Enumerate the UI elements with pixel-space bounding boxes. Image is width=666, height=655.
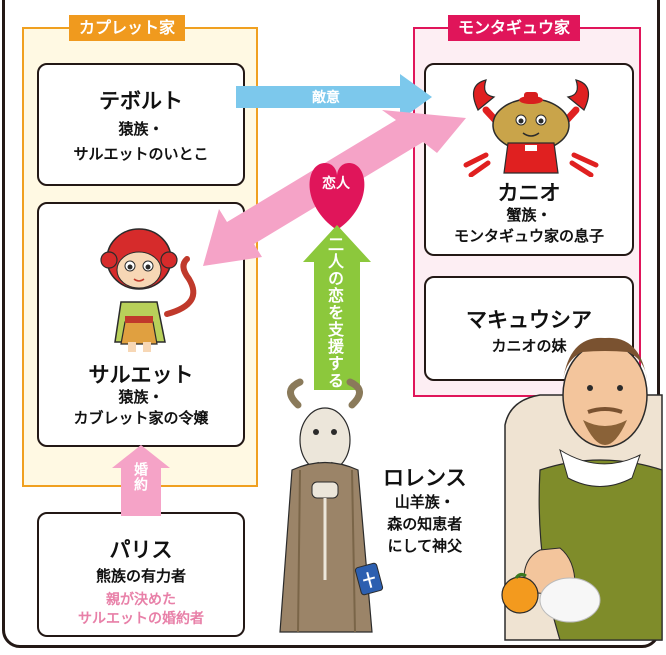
romeo-desc-2: モンタギュウ家の息子 (453, 227, 604, 245)
romeo-card: カニオ 蟹族・ モンタギュウ家の息子 (424, 63, 634, 256)
tybalt-name: テボルト (99, 89, 183, 113)
romeo-name: カニオ (497, 181, 561, 205)
juliet-name: サルエット (88, 363, 194, 387)
enmity-label: 敵意 (312, 90, 340, 106)
lorenzo-info: ロレンス 山羊族・ 森の知恵者 にして神父 (383, 462, 467, 557)
paris-desc: 熊族の有力者 (95, 567, 186, 585)
romeo-desc-1: 蟹族・ (506, 206, 552, 224)
paris-card: パリス 熊族の有力者 親が決めた サルエットの婚約者 (37, 512, 245, 637)
goat-priest-illustration (279, 378, 384, 633)
juliet-desc: 猿族・ カブレット家の令嬢 (39, 387, 243, 429)
tybalt-desc-2: サルエットのいとこ (73, 145, 209, 163)
tybalt-desc-1: 猿族・ (118, 120, 164, 138)
paris-note-1: 親が決めた (106, 592, 176, 608)
paris-note-2: サルエットの婚約者 (78, 610, 204, 627)
lorenzo-desc-1: 山羊族・ (394, 493, 455, 511)
lorenzo-desc-3: にして神父 (387, 536, 463, 555)
betrothal-arrow (112, 445, 170, 516)
monkey-girl-illustration (100, 228, 197, 352)
lorenzo-desc-2: 森の知恵者 (387, 514, 463, 533)
juliet-desc-2: カブレット家の令嬢 (73, 409, 209, 427)
paris-note: 親が決めた サルエットの婚約者 (39, 591, 243, 629)
capulet-house-label: カプレット家 (69, 15, 186, 41)
mercutio-desc: カニオの妹 (491, 337, 567, 355)
juliet-desc-1: 猿族・ (118, 388, 164, 406)
tybalt-card: テボルト 猿族・ サルエットのいとこ (37, 63, 245, 186)
montague-house-label: モンタギュウ家 (448, 15, 581, 41)
crab-boy-illustration (463, 79, 599, 177)
lovers-label: 恋人 (322, 176, 350, 192)
mercutio-name: マキュウシア (466, 308, 592, 332)
author-portrait-illustration (501, 337, 663, 641)
support-arrow (303, 225, 371, 390)
enmity-arrow (236, 74, 432, 120)
romeo-desc: 蟹族・ モンタギュウ家の息子 (426, 205, 632, 247)
lorenzo-name: ロレンス (383, 466, 467, 490)
betrothal-label: 婚約 (132, 462, 148, 492)
support-label: 二人の恋を支援する (325, 236, 344, 389)
paris-name: パリス (109, 538, 173, 562)
heart-icon (309, 163, 365, 230)
